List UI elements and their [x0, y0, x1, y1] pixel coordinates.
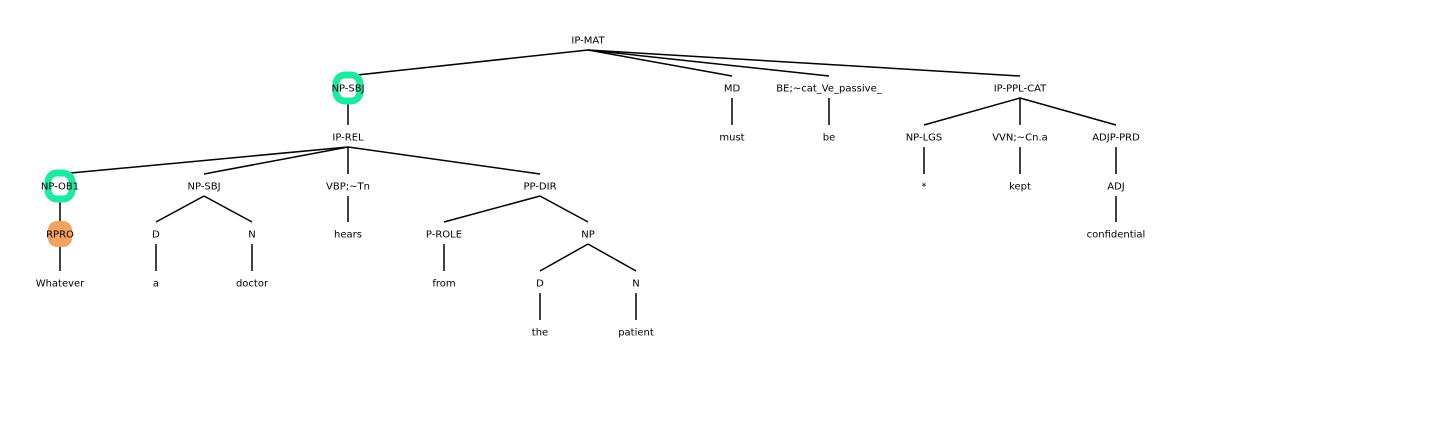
- edge-np-to-n: [587, 243, 637, 272]
- edge-pp-dir-to-p-role: [443, 195, 541, 223]
- node-label-np-sbj: NP-SBJ: [187, 182, 220, 193]
- node-label-kept: kept: [1009, 182, 1031, 193]
- edge-ip-rel-to-np-sbj: [203, 146, 349, 175]
- edge-np-to-d: [539, 243, 589, 272]
- node-label-confidential: confidential: [1087, 230, 1146, 241]
- node-label-must: must: [719, 133, 744, 144]
- edge-ip-mat-to-ip-ppl-cat: [587, 49, 1021, 77]
- edge-ip-mat-to-np-sbj: [347, 49, 589, 77]
- tree-edges: [59, 49, 1117, 320]
- node-label-ip-ppl-cat: IP-PPL-CAT: [994, 84, 1047, 95]
- node-label-rpro: RPRO: [46, 230, 74, 241]
- highlight-rpro-orange-box: [48, 221, 72, 247]
- node-label-from: from: [432, 279, 455, 290]
- node-label-hears: hears: [334, 230, 362, 241]
- node-label-the: the: [532, 328, 548, 339]
- node-label-n: N: [248, 230, 255, 241]
- node-label-ip-rel: IP-REL: [332, 133, 364, 144]
- node-label-n: N: [632, 279, 639, 290]
- node-label-vbp-tn: VBP;~Tn: [326, 182, 370, 193]
- node-label-ip-mat: IP-MAT: [571, 36, 605, 47]
- edge-ip-ppl-cat-to-np-lgs: [923, 97, 1021, 126]
- node-label-np-lgs: NP-LGS: [906, 133, 943, 144]
- node-label-np-ob1: NP-OB1: [41, 182, 79, 193]
- node-label-a: a: [153, 279, 159, 290]
- highlight-np-ob1-green-ring: [44, 169, 76, 203]
- highlight-np-sbj-green-ring: [332, 71, 364, 105]
- edge-ip-rel-to-pp-dir: [347, 146, 541, 175]
- node-label-node: *: [922, 182, 927, 193]
- edge-ip-mat-to-md: [587, 49, 733, 77]
- node-label-d: D: [152, 230, 160, 241]
- node-label-d: D: [536, 279, 544, 290]
- node-label-patient: patient: [618, 328, 654, 339]
- edge-np-sbj-to-d: [155, 195, 205, 223]
- node-label-adjp-prd: ADJP-PRD: [1092, 133, 1140, 144]
- node-label-whatever: Whatever: [36, 279, 85, 290]
- node-label-np-sbj: NP-SBJ: [331, 84, 364, 95]
- edge-ip-ppl-cat-to-adjp-prd: [1019, 97, 1117, 126]
- node-label-be-cat-ve-passive: BE;~cat_Ve_passive_: [776, 84, 882, 95]
- node-label-np: NP: [581, 230, 595, 241]
- edge-ip-rel-to-np-ob1: [59, 146, 349, 175]
- node-label-adj: ADJ: [1107, 182, 1125, 193]
- node-label-be: be: [823, 133, 836, 144]
- node-label-vvn-cn-a: VVN;~Cn.a: [992, 133, 1048, 144]
- node-label-pp-dir: PP-DIR: [523, 182, 556, 193]
- tree-node-labels: IP-MAT NP-SBJ MD BE;~cat_Ve_passive_ IP-PPL-…: [36, 36, 1146, 339]
- edge-pp-dir-to-np: [539, 195, 589, 223]
- node-label-doctor: doctor: [236, 279, 269, 290]
- node-label-md: MD: [724, 84, 741, 95]
- tree-highlights: [44, 71, 364, 247]
- edge-ip-mat-to-be-cat-ve-passive: [587, 49, 830, 77]
- node-label-p-role: P-ROLE: [426, 230, 462, 241]
- edge-np-sbj-to-n: [203, 195, 253, 223]
